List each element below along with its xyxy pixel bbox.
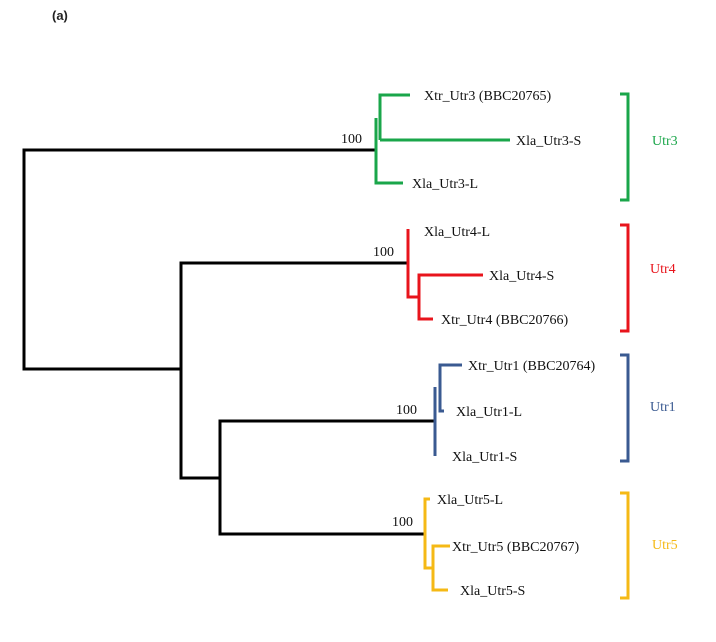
leaf-label: Xla_Utr4-L xyxy=(424,225,490,240)
clade-label-utr4: Utr4 xyxy=(650,262,676,277)
bootstrap-utr4: 100 xyxy=(373,245,394,260)
utr3-outer-node xyxy=(374,118,403,185)
clade-label-utr3: Utr3 xyxy=(652,134,678,149)
utr3-bracket xyxy=(620,92,630,202)
leaf-label: Xla_Utr4-S xyxy=(489,269,554,284)
utr5-bracket xyxy=(620,491,630,600)
backbone xyxy=(22,148,437,536)
leaf-label: Xtr_Utr1 (BBC20764) xyxy=(468,359,596,374)
internal-node-utr4-rest xyxy=(179,261,409,480)
root-branch xyxy=(22,148,378,371)
panel-label: (a) xyxy=(52,8,68,23)
leaf-label: Xla_Utr5-L xyxy=(437,493,503,508)
bootstrap-utr5: 100 xyxy=(392,515,413,530)
utr4-inner-node xyxy=(417,273,483,321)
leaf-label: Xtr_Utr5 (BBC20767) xyxy=(452,540,580,555)
internal-node-utr1-utr5 xyxy=(218,419,437,536)
leaf-label: Xla_Utr3-S xyxy=(516,134,581,149)
clade-label-utr5: Utr5 xyxy=(652,538,678,553)
clade-utr3 xyxy=(374,92,630,202)
utr4-outer-node xyxy=(406,229,419,299)
leaf-label: Xla_Utr1-L xyxy=(456,405,522,420)
leaf-label: Xla_Utr5-S xyxy=(460,584,525,599)
bootstrap-utr3: 100 xyxy=(341,132,362,147)
utr1-bracket xyxy=(620,353,630,463)
leaf-label: Xla_Utr3-L xyxy=(412,177,478,192)
utr5-inner-node xyxy=(431,544,450,592)
clade-utr5 xyxy=(423,491,630,600)
leaf-label: Xtr_Utr3 (BBC20765) xyxy=(424,89,552,104)
clade-label-utr1: Utr1 xyxy=(650,400,676,415)
leaf-label: Xla_Utr1-S xyxy=(452,450,517,465)
utr4-bracket xyxy=(620,223,630,333)
utr5-outer-node xyxy=(423,497,433,570)
clade-utr1 xyxy=(433,353,630,463)
leaf-label: Xtr_Utr4 (BBC20766) xyxy=(441,313,569,328)
utr1-inner-node xyxy=(438,363,462,413)
clade-utr4 xyxy=(406,223,630,333)
bootstrap-utr1: 100 xyxy=(396,403,417,418)
utr3-inner-node xyxy=(378,93,510,142)
